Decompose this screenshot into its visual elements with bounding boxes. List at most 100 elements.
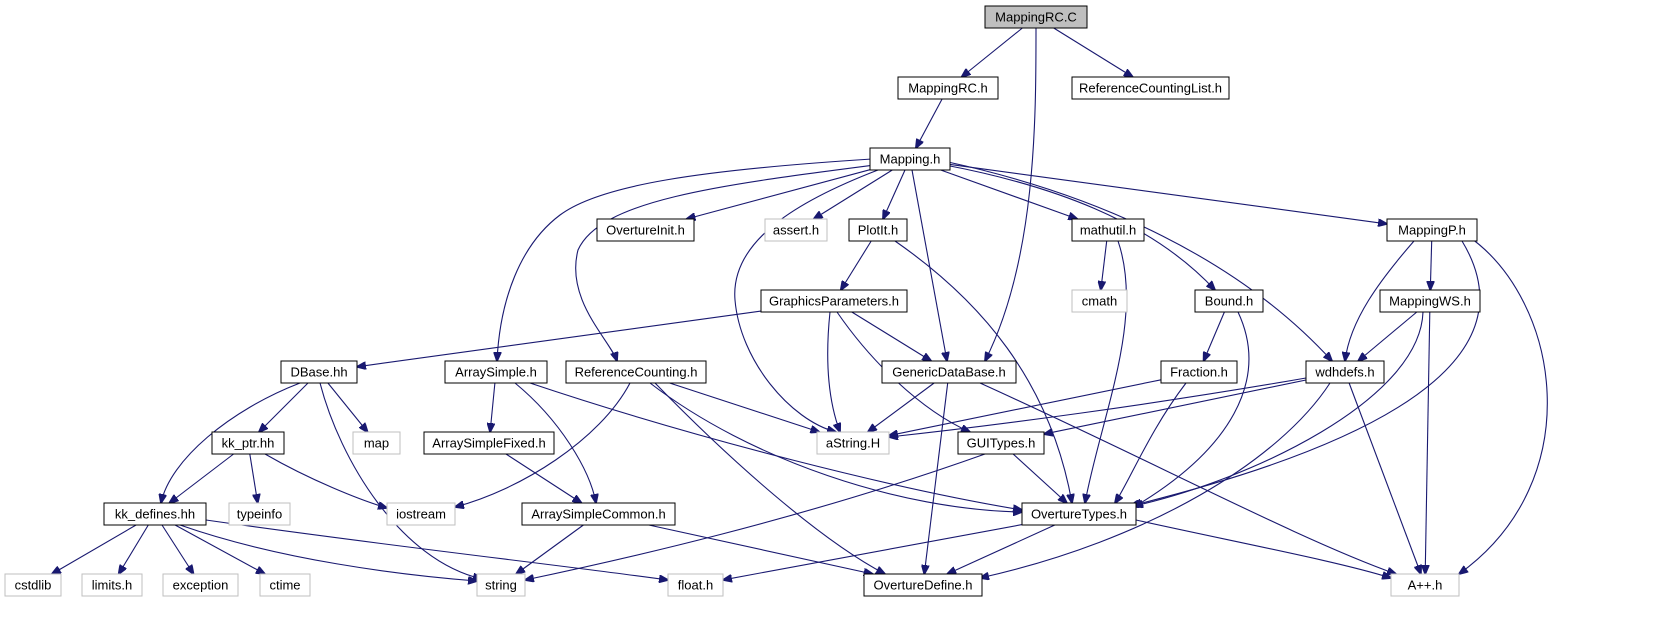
edge-GUITypes.h-to-OvertureTypes.h [1012, 453, 1067, 503]
node-MappingRC.C[interactable]: MappingRC.C [984, 5, 1088, 29]
edge-Fraction.h-to-aString.H [889, 379, 1162, 436]
edge-Bound.h-to-OvertureTypes.h [1134, 311, 1250, 507]
node-OvertureTypes.h[interactable]: OvertureTypes.h [1021, 502, 1137, 526]
node-ArraySimpleFixed.h[interactable]: ArraySimpleFixed.h [423, 431, 555, 455]
node-label: MappingRC.h [908, 81, 988, 96]
edge-kk_defines.hh-to-string [179, 524, 477, 581]
node-ArraySimpleCommon.h[interactable]: ArraySimpleCommon.h [521, 502, 676, 526]
edge-Mapping.h-to-GenericDataBase.h [911, 169, 947, 361]
edge-MappingP.h-to-OvertureTypes.h [1130, 240, 1481, 506]
edge-GraphicsParameters.h-to-DBase.hh [357, 310, 762, 367]
edge-Mapping.h-to-wdhdefs.h [947, 161, 1332, 361]
node-DBase.hh[interactable]: DBase.hh [280, 360, 358, 384]
edge-Mapping.h-to-Bound.h [944, 164, 1215, 290]
edge-Mapping.h-to-PlotIt.h [883, 169, 906, 219]
edge-MappingWS.h-to-wdhdefs.h [1358, 311, 1418, 361]
edge-kk_defines.hh-to-ctime [174, 524, 265, 574]
edge-ArraySimpleFixed.h-to-ArraySimpleCommon.h [505, 453, 582, 503]
edge-MappingWS.h-to-A++.h [1425, 311, 1431, 574]
node-label: Bound.h [1205, 294, 1253, 309]
node-mathutil.h[interactable]: mathutil.h [1071, 218, 1145, 242]
edge-DBase.hh-to-map [327, 382, 368, 432]
node-label: OvertureDefine.h [874, 578, 973, 593]
node-box [816, 431, 890, 455]
edge-OvertureTypes.h-to-OvertureDefine.h [947, 524, 1056, 574]
node-limits.h: limits.h [81, 573, 143, 597]
edge-ReferenceCounting.h-to-iostream [455, 382, 631, 507]
edge-Mapping.h-to-mathutil.h [940, 169, 1078, 219]
node-GenericDataBase.h[interactable]: GenericDataBase.h [881, 360, 1017, 384]
node-box [352, 431, 401, 455]
edge-ArraySimple.h-to-ArraySimpleCommon.h [514, 382, 596, 503]
node-label: cmath [1082, 294, 1117, 309]
node-ReferenceCountingList.h[interactable]: ReferenceCountingList.h [1071, 76, 1230, 100]
edge-OvertureTypes.h-to-float.h [723, 524, 1023, 580]
node-PlotIt.h[interactable]: PlotIt.h [848, 218, 908, 242]
node-label: float.h [678, 578, 713, 593]
edge-kk_defines.hh-to-cstdlib [52, 524, 137, 574]
node-box [1305, 360, 1385, 384]
node-label: cstdlib [15, 578, 52, 593]
node-label: ctime [269, 578, 300, 593]
edge-ReferenceCounting.h-to-aString.H [669, 382, 820, 432]
edge-ArraySimpleCommon.h-to-string [516, 524, 584, 574]
node-label: PlotIt.h [858, 223, 898, 238]
node-label: iostream [396, 507, 446, 522]
node-MappingWS.h[interactable]: MappingWS.h [1379, 289, 1481, 313]
edge-kk_defines.hh-to-float.h [205, 519, 668, 580]
node-box [565, 360, 707, 384]
node-box [1160, 360, 1238, 384]
node-kk_defines.hh[interactable]: kk_defines.hh [103, 502, 207, 526]
edge-ArraySimple.h-to-ArraySimpleFixed.h [490, 382, 496, 432]
node-label: ReferenceCounting.h [575, 365, 698, 380]
node-label: ReferenceCountingList.h [1079, 81, 1222, 96]
edge-DBase.hh-to-string [319, 382, 482, 579]
node-ReferenceCounting.h[interactable]: ReferenceCounting.h [565, 360, 707, 384]
node-Fraction.h[interactable]: Fraction.h [1160, 360, 1238, 384]
node-map: map [352, 431, 401, 455]
edge-MappingP.h-to-wdhdefs.h [1345, 240, 1415, 361]
node-label: A++.h [1408, 578, 1443, 593]
node-box [228, 502, 291, 526]
node-MappingRC.h[interactable]: MappingRC.h [897, 76, 999, 100]
node-wdhdefs.h[interactable]: wdhdefs.h [1305, 360, 1385, 384]
node-OvertureInit.h[interactable]: OvertureInit.h [596, 218, 695, 242]
edge-ArraySimpleCommon.h-to-OvertureDefine.h [648, 524, 873, 574]
node-box [984, 5, 1088, 29]
node-box [764, 218, 828, 242]
node-cmath: cmath [1071, 289, 1128, 313]
node-ctime: ctime [259, 573, 311, 597]
edge-Fraction.h-to-OvertureTypes.h [1115, 382, 1187, 503]
node-box [1379, 289, 1481, 313]
node-ArraySimple.h[interactable]: ArraySimple.h [444, 360, 548, 384]
node-typeinfo: typeinfo [228, 502, 291, 526]
edge-wdhdefs.h-to-A++.h [1348, 382, 1421, 574]
node-label: exception [173, 578, 229, 593]
node-GUITypes.h[interactable]: GUITypes.h [957, 431, 1045, 455]
edge-MappingWS.h-to-OvertureTypes.h [1134, 311, 1424, 506]
edge-Mapping.h-to-ReferenceCounting.h [575, 164, 876, 361]
node-label: mathutil.h [1080, 223, 1136, 238]
node-float.h: float.h [667, 573, 724, 597]
edge-Mapping.h-to-aString.H [734, 169, 879, 432]
node-exception: exception [162, 573, 239, 597]
node-GraphicsParameters.h[interactable]: GraphicsParameters.h [760, 289, 908, 313]
node-Bound.h[interactable]: Bound.h [1194, 289, 1264, 313]
edge-GraphicsParameters.h-to-GenericDataBase.h [851, 311, 931, 361]
node-OvertureDefine.h[interactable]: OvertureDefine.h [863, 573, 983, 597]
edge-GraphicsParameters.h-to-aString.H [827, 311, 840, 432]
node-label: ArraySimple.h [455, 365, 537, 380]
node-kk_ptr.hh[interactable]: kk_ptr.hh [211, 431, 285, 455]
node-box [881, 360, 1017, 384]
node-MappingP.h[interactable]: MappingP.h [1386, 218, 1478, 242]
node-label: GenericDataBase.h [892, 365, 1005, 380]
edge-wdhdefs.h-to-OvertureDefine.h [980, 382, 1331, 578]
node-box [1386, 218, 1478, 242]
node-Mapping.h[interactable]: Mapping.h [869, 147, 951, 171]
edge-layer [52, 27, 1548, 581]
edge-kk_defines.hh-to-exception [161, 524, 194, 574]
node-A++.h: A++.h [1390, 573, 1460, 597]
node-box [957, 431, 1045, 455]
edge-MappingP.h-to-MappingWS.h [1430, 240, 1431, 290]
